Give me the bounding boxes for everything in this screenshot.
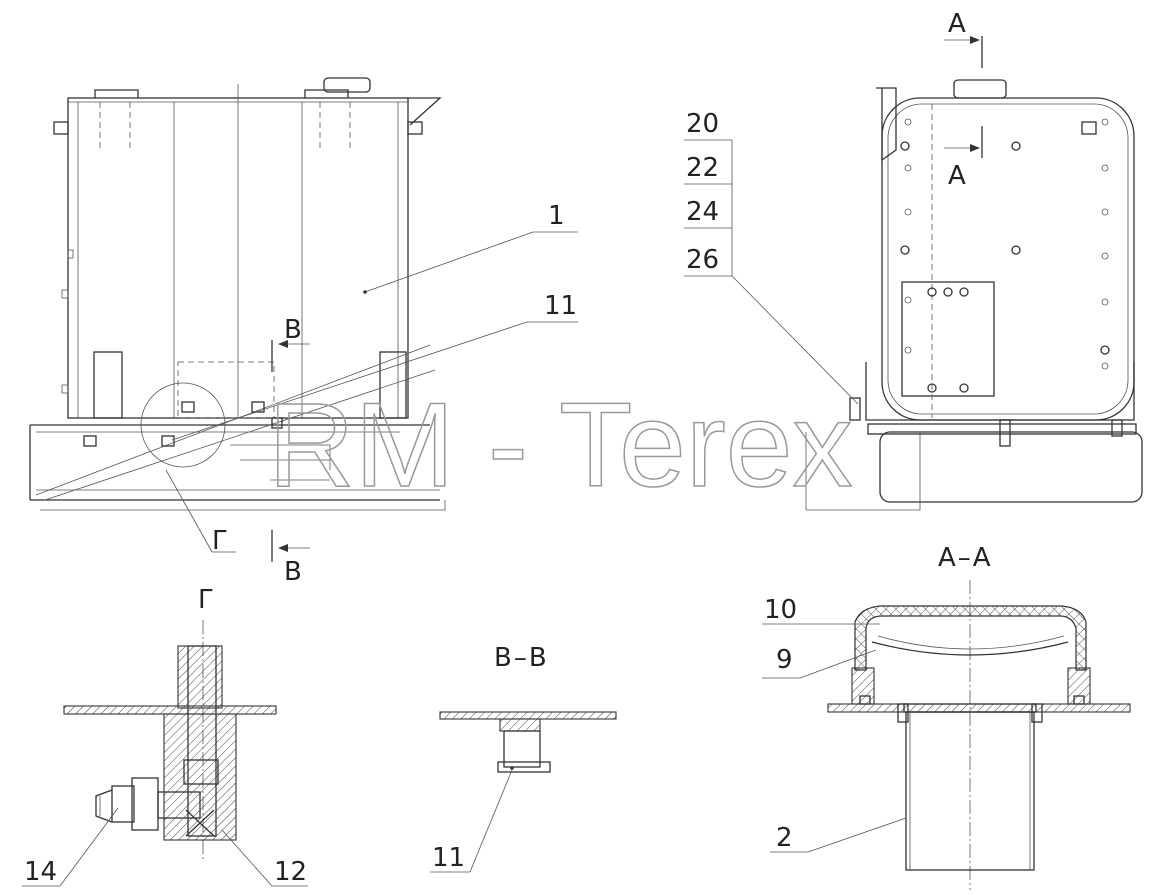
watermark: RM - Terex bbox=[268, 378, 853, 512]
callout-10: 10 bbox=[764, 595, 797, 625]
side-view bbox=[684, 36, 1143, 511]
callout-1: 1 bbox=[548, 201, 565, 231]
front-view bbox=[29, 77, 578, 562]
section-mark-v-top: В bbox=[284, 315, 302, 345]
section-aa-title: А–А bbox=[938, 543, 993, 573]
callout-9: 9 bbox=[776, 645, 793, 675]
callout-26: 26 bbox=[686, 245, 719, 275]
section-mark-v-bottom: В bbox=[284, 557, 302, 587]
section-vv bbox=[430, 711, 617, 873]
hole-pattern bbox=[900, 118, 1110, 393]
section-mark-a-bottom: А bbox=[948, 161, 966, 191]
callout-11-top: 11 bbox=[544, 291, 577, 321]
detail-mark-g: Г bbox=[212, 526, 228, 556]
callout-22: 22 bbox=[686, 153, 719, 183]
section-aa bbox=[762, 580, 1131, 890]
callout-14: 14 bbox=[24, 857, 57, 887]
callout-12: 12 bbox=[274, 857, 307, 887]
callout-11-bottom: 11 bbox=[432, 843, 465, 873]
detail-g-title: Г bbox=[198, 585, 216, 615]
callout-20: 20 bbox=[686, 109, 719, 139]
callout-2: 2 bbox=[776, 823, 793, 853]
section-vv-title: В–В bbox=[494, 643, 549, 673]
section-mark-a-top: А bbox=[948, 9, 966, 39]
callout-24: 24 bbox=[686, 197, 719, 227]
detail-g bbox=[22, 620, 308, 887]
